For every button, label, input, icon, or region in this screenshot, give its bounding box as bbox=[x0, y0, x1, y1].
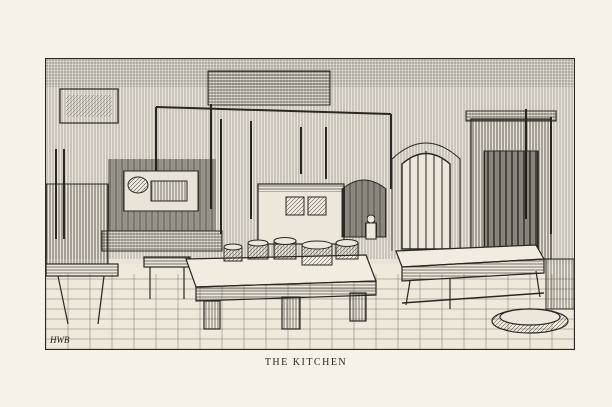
floor-basket bbox=[491, 308, 569, 334]
cooking-range bbox=[101, 159, 223, 252]
wall-rack bbox=[59, 88, 119, 124]
artist-monogram: HWB bbox=[50, 335, 70, 345]
far-right-counter bbox=[545, 258, 574, 310]
kitchen-engraving: HWB bbox=[45, 58, 575, 350]
arched-window bbox=[391, 142, 461, 251]
left-cabinet bbox=[46, 183, 109, 265]
right-doorway bbox=[465, 110, 557, 260]
central-oven bbox=[257, 183, 345, 245]
kitchen-scene-drawing bbox=[46, 59, 574, 349]
copper-pots bbox=[223, 237, 359, 266]
right-long-table bbox=[395, 244, 546, 309]
ceiling-beam bbox=[207, 70, 331, 106]
illustration-caption: THE KITCHEN bbox=[264, 357, 348, 368]
left-side-table bbox=[46, 263, 119, 325]
arched-alcove bbox=[341, 179, 387, 238]
cook-figure bbox=[365, 214, 377, 240]
floor-tiles bbox=[46, 274, 574, 349]
